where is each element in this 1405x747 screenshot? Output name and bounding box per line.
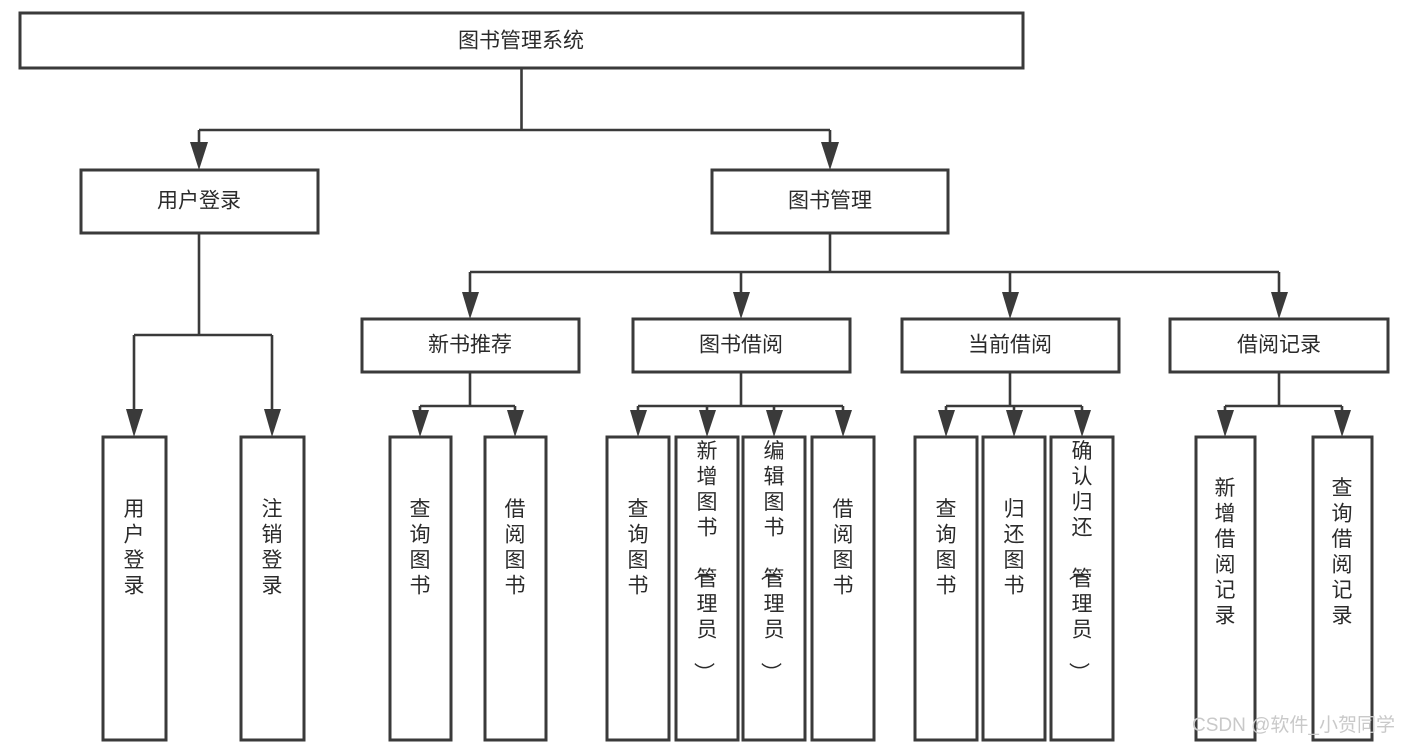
node-new-book-recommend-label: 新书推荐: [428, 334, 512, 357]
arrow-head-borrow-record: [1271, 292, 1288, 319]
leaf-user-login-logout-label: 注销登录: [262, 498, 283, 598]
leaf-user-login-logout[interactable]: 注销登录: [239, 435, 306, 742]
node-user-login-label: 用户登录: [157, 190, 241, 213]
arrow-head-recommend-leaf-1: [412, 410, 429, 437]
node-root-box[interactable]: [18, 11, 1025, 70]
leaf-borrow-edit-book-admin[interactable]: 编辑图书（管理员）: [741, 435, 807, 742]
leaf-borrow-borrow-book-box[interactable]: [810, 435, 876, 742]
leaf-borrow-borrow-book[interactable]: 借阅图书: [810, 435, 876, 742]
node-borrow-record-label: 借阅记录: [1237, 334, 1321, 357]
leaf-borrow-add-book-admin-label: 新增图书（管理员）: [692, 440, 718, 683]
arrow-head-borrow-leaf-2: [699, 410, 716, 437]
leaf-current-return-book-box[interactable]: [981, 435, 1047, 742]
node-book-management-box[interactable]: [710, 168, 950, 235]
leaf-record-add-record[interactable]: 新增借阅记录: [1194, 435, 1257, 742]
leaf-current-return-book-label: 归还图书: [1004, 498, 1025, 598]
leaf-record-query-record[interactable]: 查询借阅记录: [1311, 435, 1374, 742]
arrow-head-recommend-leaf-2: [507, 410, 524, 437]
leaf-record-query-record-label: 查询借阅记录: [1332, 477, 1353, 628]
leaf-borrow-edit-book-admin-label: 编辑图书（管理员）: [759, 440, 785, 683]
arrow-head-borrow-leaf-4: [835, 410, 852, 437]
node-new-book-recommend[interactable]: 新书推荐: [360, 317, 581, 374]
leaf-user-login-signin[interactable]: 用户登录: [101, 435, 168, 742]
leaf-current-confirm-return-admin[interactable]: 确认归还（管理员）: [1049, 435, 1115, 742]
leaf-borrow-query-book[interactable]: 查询图书: [605, 435, 671, 742]
arrow-head-borrow-leaf-1: [630, 410, 647, 437]
leaf-recommend-borrow-book-label: 借阅图书: [505, 498, 526, 598]
node-book-borrow-label: 图书借阅: [699, 334, 783, 357]
arrow-head-book-borrow: [733, 292, 750, 319]
leaf-current-return-book[interactable]: 归还图书: [981, 435, 1047, 742]
leaf-recommend-query-book[interactable]: 查询图书: [388, 435, 453, 742]
node-user-login-box[interactable]: [79, 168, 320, 235]
leaf-user-login-signin-box[interactable]: [101, 435, 168, 742]
leaf-borrow-add-book-admin[interactable]: 新增图书（管理员）: [674, 435, 740, 742]
leaf-borrow-edit-book-admin-box[interactable]: [741, 435, 807, 742]
arrow-head-current-leaf-1: [938, 410, 955, 437]
node-book-management[interactable]: 图书管理: [710, 168, 950, 235]
leaf-borrow-add-book-admin-box[interactable]: [674, 435, 740, 742]
arrow-head-new-book-recommend: [462, 292, 479, 319]
arrow-head-current-borrow: [1002, 292, 1019, 319]
node-borrow-record-box[interactable]: [1168, 317, 1390, 374]
leaf-borrow-query-book-label: 查询图书: [628, 498, 649, 598]
node-new-book-recommend-box[interactable]: [360, 317, 581, 374]
leaf-recommend-query-book-label: 查询图书: [410, 498, 431, 598]
node-book-borrow-box[interactable]: [631, 317, 852, 374]
leaf-record-add-record-box[interactable]: [1194, 435, 1257, 742]
node-current-borrow-box[interactable]: [900, 317, 1121, 374]
node-user-login[interactable]: 用户登录: [79, 168, 320, 235]
arrow-head-record-leaf-1: [1217, 410, 1234, 437]
leaf-current-query-book-box[interactable]: [913, 435, 979, 742]
leaf-current-query-book-label: 查询图书: [936, 498, 957, 598]
arrow-head-borrow-leaf-3: [766, 410, 783, 437]
arrow-head-book-mgmt: [821, 142, 839, 170]
leaf-recommend-query-book-box[interactable]: [388, 435, 453, 742]
leaf-record-add-record-label: 新增借阅记录: [1215, 477, 1236, 628]
leaf-recommend-borrow-book-box[interactable]: [483, 435, 548, 742]
connector-layer: [126, 68, 1351, 437]
watermark-label: CSDN @软件_小贺同学: [1192, 714, 1395, 736]
arrow-head-leaf-user-login: [126, 409, 143, 437]
node-book-management-label: 图书管理: [788, 190, 872, 213]
node-book-borrow[interactable]: 图书借阅: [631, 317, 852, 374]
leaf-recommend-borrow-book[interactable]: 借阅图书: [483, 435, 548, 742]
leaf-borrow-query-book-box[interactable]: [605, 435, 671, 742]
node-current-borrow-label: 当前借阅: [968, 334, 1052, 357]
node-root-label: 图书管理系统: [458, 30, 584, 53]
leaf-current-confirm-return-admin-label: 确认归还（管理员）: [1067, 440, 1093, 683]
node-borrow-record[interactable]: 借阅记录: [1168, 317, 1390, 374]
node-root-book-management-system[interactable]: 图书管理系统: [18, 11, 1025, 70]
arrow-head-current-leaf-3: [1074, 410, 1091, 437]
arrow-head-leaf-logout: [264, 409, 281, 437]
arrow-head-user-login: [190, 142, 208, 170]
arrow-head-record-leaf-2: [1334, 410, 1351, 437]
leaf-current-query-book[interactable]: 查询图书: [913, 435, 979, 742]
node-current-borrow[interactable]: 当前借阅: [900, 317, 1121, 374]
leaf-user-login-logout-box[interactable]: [239, 435, 306, 742]
leaf-current-confirm-return-admin-box[interactable]: [1049, 435, 1115, 742]
leaf-borrow-borrow-book-label: 借阅图书: [833, 498, 854, 598]
leaf-user-login-signin-label: 用户登录: [124, 498, 145, 598]
leaf-record-query-record-box[interactable]: [1311, 435, 1374, 742]
arrow-head-current-leaf-2: [1006, 410, 1023, 437]
